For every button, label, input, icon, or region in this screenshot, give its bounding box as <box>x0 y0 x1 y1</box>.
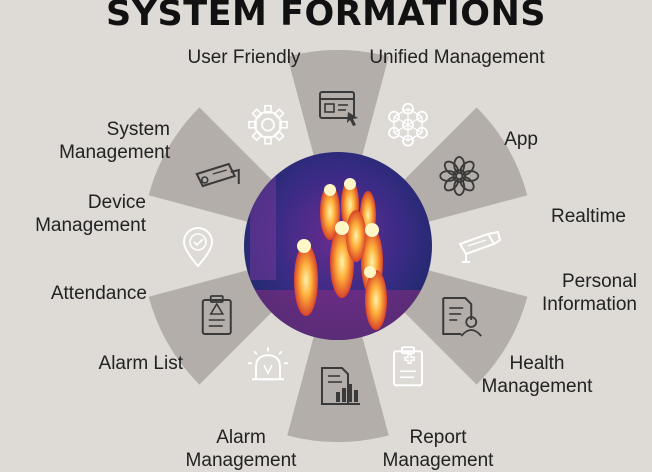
page-title: SYSTEM FORMATIONS <box>105 0 547 34</box>
wedge-ring <box>148 50 528 442</box>
segment-alarm-list <box>148 268 278 385</box>
label-attendance: Attendance <box>50 283 147 304</box>
alarm-beacon-icon <box>248 347 288 381</box>
label-unified-management: Unified Management <box>369 47 545 68</box>
browser-window-cursor-icon <box>319 91 358 126</box>
segment-report-management <box>287 329 389 442</box>
location-check-icon <box>182 227 214 268</box>
head-heat-6 <box>364 266 376 278</box>
person-document-icon <box>442 297 482 337</box>
person-heat-8 <box>346 210 366 262</box>
wedge-personal-information <box>398 268 528 385</box>
head-heat-3 <box>335 221 349 235</box>
segment-health-management <box>393 346 423 387</box>
wedge-user-friendly <box>287 50 389 163</box>
label-app: App <box>504 129 538 150</box>
cctv-camera-icon <box>458 230 502 263</box>
person-heat-7 <box>365 270 387 330</box>
label-personal-information: Personal Information <box>541 271 637 315</box>
head-heat-1 <box>324 184 336 196</box>
person-heat-1 <box>320 184 340 240</box>
segment-device-management <box>148 107 278 224</box>
label-health-management: Health Management <box>481 353 593 397</box>
head-heat-4 <box>365 223 379 237</box>
label-device-management: Device Management <box>35 192 146 236</box>
segment-app <box>398 107 528 224</box>
alarm-clipboard-icon <box>201 295 232 335</box>
head-heat-5 <box>297 239 311 253</box>
segment-alarm-management <box>248 347 288 381</box>
segment-personal-information <box>398 268 528 385</box>
medical-clipboard-icon <box>393 346 423 387</box>
thermal-image <box>244 152 432 340</box>
label-alarm-management: Alarm Management <box>185 427 297 471</box>
person-heat-6 <box>294 244 318 316</box>
gear-icon <box>248 104 288 145</box>
head-heat-2 <box>344 178 356 190</box>
segment-system-management <box>248 104 288 145</box>
security-camera-icon <box>195 162 240 188</box>
segment-user-friendly <box>287 50 389 163</box>
label-report-management: Report Management <box>382 427 494 471</box>
label-realtime: Realtime <box>551 206 626 227</box>
segment-realtime <box>458 230 502 263</box>
segment-attendance <box>182 227 214 268</box>
wedge-report-management <box>287 329 389 442</box>
wedge-device-management <box>148 107 278 224</box>
flower-icon <box>439 156 480 196</box>
network-nodes-icon <box>388 102 428 147</box>
label-alarm-list: Alarm List <box>98 353 183 374</box>
label-user-friendly: User Friendly <box>187 47 301 68</box>
label-system-management: System Management <box>59 119 170 163</box>
segment-unified-management <box>388 102 428 147</box>
report-chart-icon <box>321 367 360 405</box>
